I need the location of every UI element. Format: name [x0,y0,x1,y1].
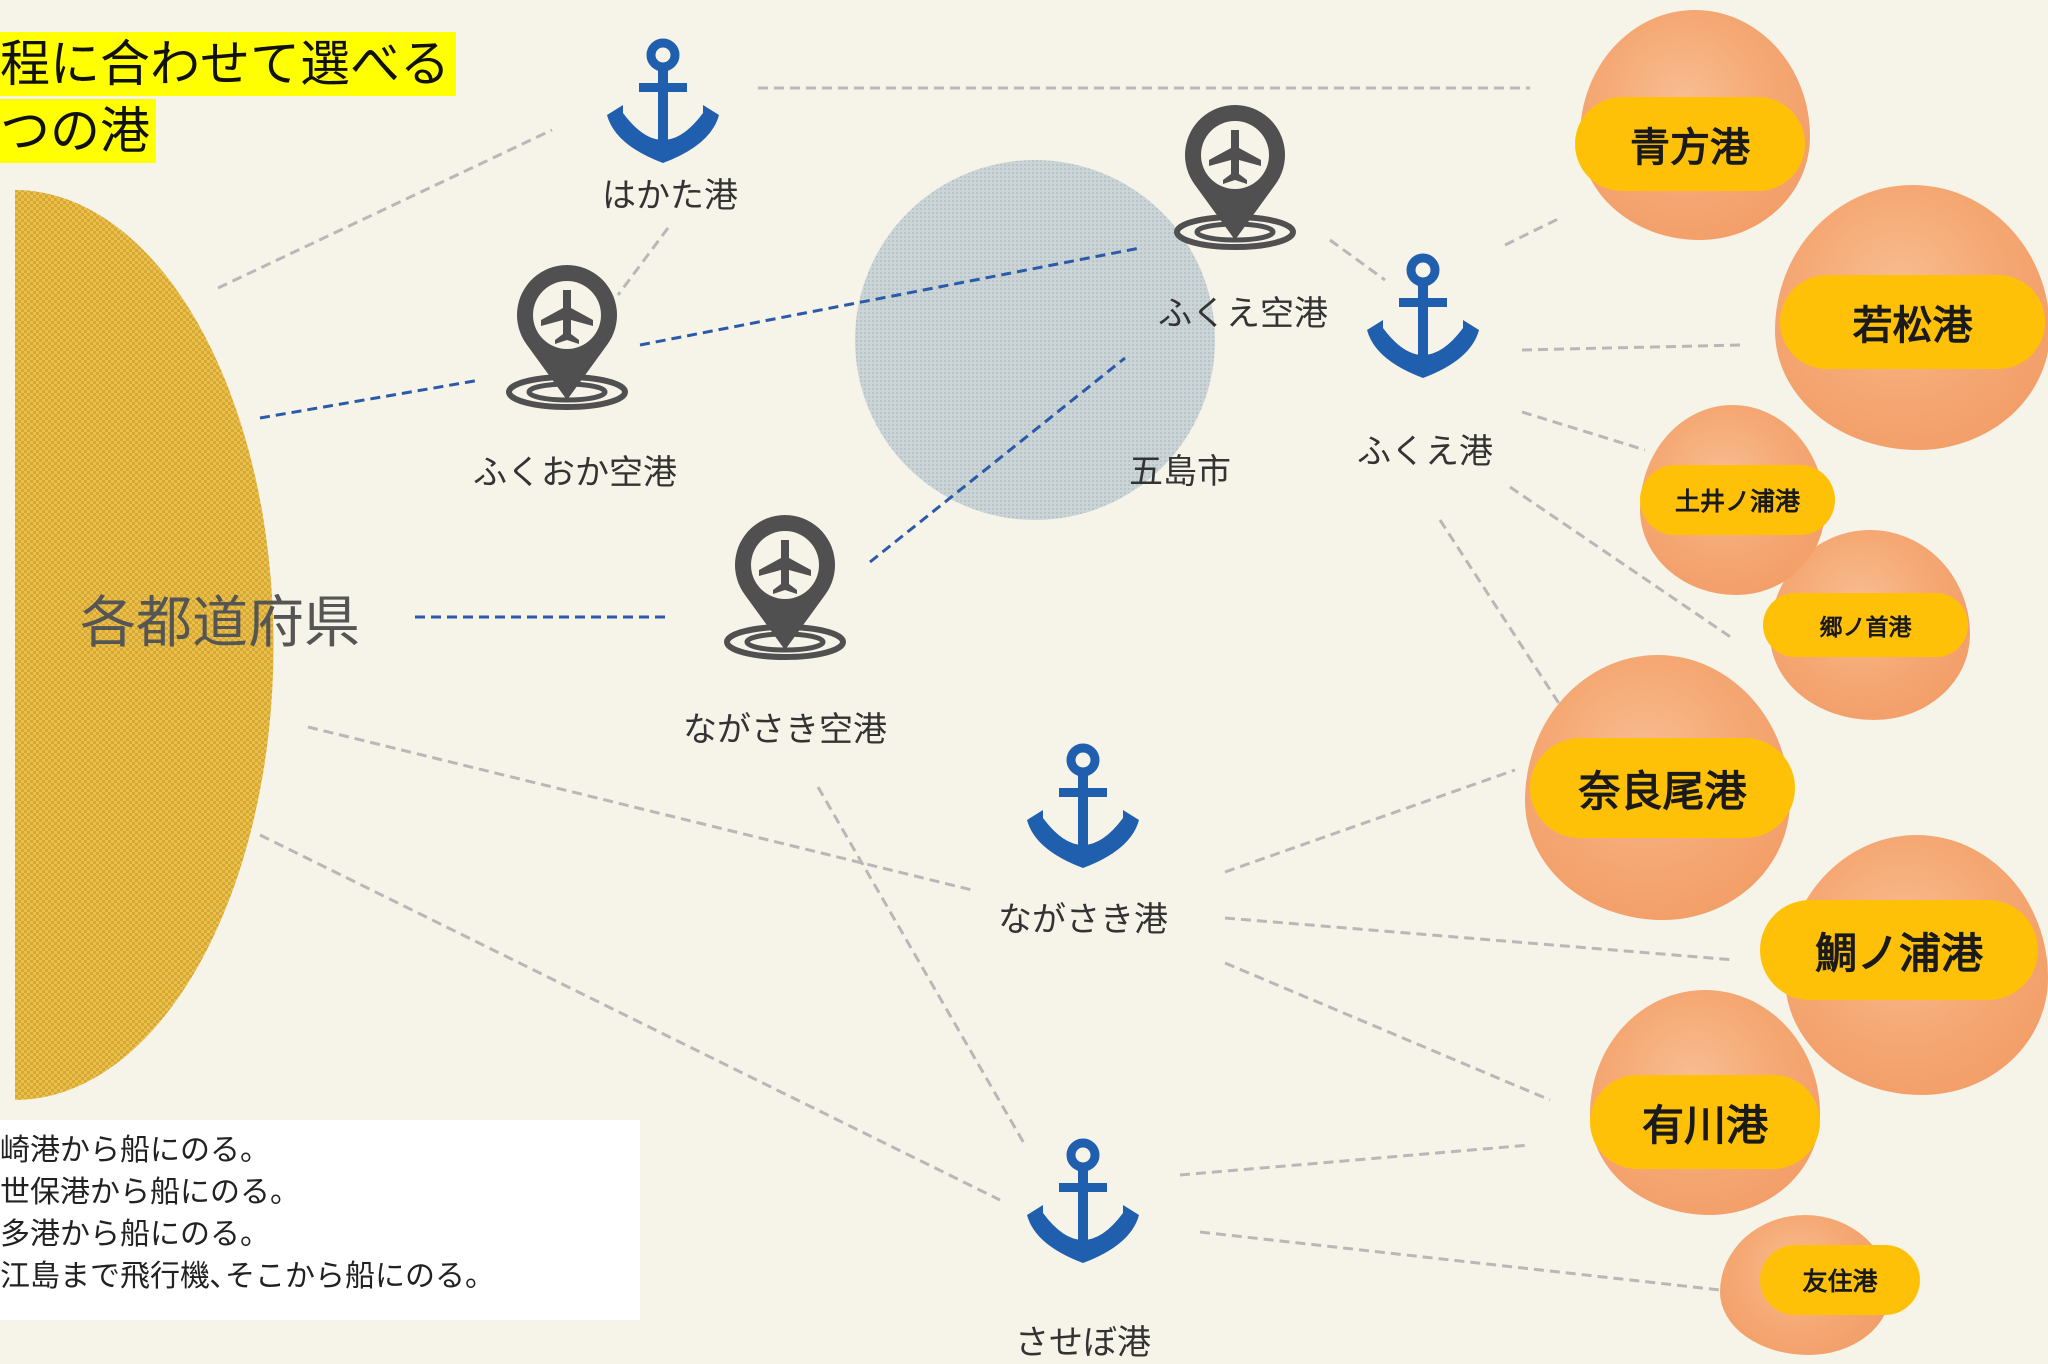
destination-wakamatsu[interactable]: 若松港 [1780,275,2045,369]
legend-item: 江島まで飛行機､そこから船にのる。 [0,1259,495,1294]
ferry-routes [217,86,1741,1292]
legend-box: 崎港から船にのる。 世保港から船にのる。 多港から船にのる。 江島まで飛行機､そ… [0,1120,640,1320]
ferry-line [1329,238,1386,282]
nagasaki-port-label[interactable]: ながさき港 [998,900,1168,940]
ferry-line [259,833,1001,1202]
goto-city-island [855,160,1215,520]
nagasaki-airport-label[interactable]: ながさき空港 [683,710,887,750]
ferry-line [1199,1230,1721,1292]
destination-aokata[interactable]: 青方港 [1575,97,1805,191]
ferry-line [1224,916,1736,962]
flight-line [869,356,1126,564]
legend-item: 世保港から船にのる。 [0,1175,300,1210]
ferry-line [217,128,553,290]
ferry-line [1224,961,1551,1102]
destination-tomozumi[interactable]: 友住港 [1760,1245,1920,1315]
destination-tainoura[interactable]: 鯛ノ浦港 [1760,900,2038,1000]
flight-line [259,378,481,420]
city-label: 五島市 [1129,452,1231,492]
fukuoka-airport-label[interactable]: ふくおか空港 [473,453,677,493]
prefecture-region [15,190,274,1100]
ferry-line [1504,216,1561,247]
ferry-line [1521,343,1741,352]
ferry-line [616,227,670,296]
fukue-port-label[interactable]: ふくえ港 [1357,432,1493,472]
prefecture-label: 各都道府県 [80,591,360,656]
ferry-line [1179,1143,1531,1177]
ferry-line [816,786,1027,1146]
hakata-port-label[interactable]: はかた港 [602,176,738,216]
legend-item: 多港から船にのる。 [0,1217,270,1252]
legend-item: 崎港から船にのる。 [0,1133,270,1168]
sasebo-port-label[interactable]: させぼ港 [1015,1323,1151,1363]
destination-arikawa[interactable]: 有川港 [1590,1075,1820,1169]
flight-line [639,246,1141,347]
page-title-line-1: 程に合わせて選べる [0,32,456,96]
destination-doinoura[interactable]: 土井ノ浦港 [1640,465,1835,535]
ferry-line [1438,519,1562,706]
ferry-line [307,725,973,892]
destination-gonokubi[interactable]: 郷ノ首港 [1763,593,1968,657]
ferry-line [1509,485,1736,642]
flight-routes [259,246,1141,619]
ferry-line [1224,768,1516,874]
page-title-line-2: つの港 [0,99,156,163]
destination-naraoo[interactable]: 奈良尾港 [1530,738,1795,838]
fukue-airport-label[interactable]: ふくえ空港 [1158,294,1328,334]
ferry-line [1521,410,1646,452]
